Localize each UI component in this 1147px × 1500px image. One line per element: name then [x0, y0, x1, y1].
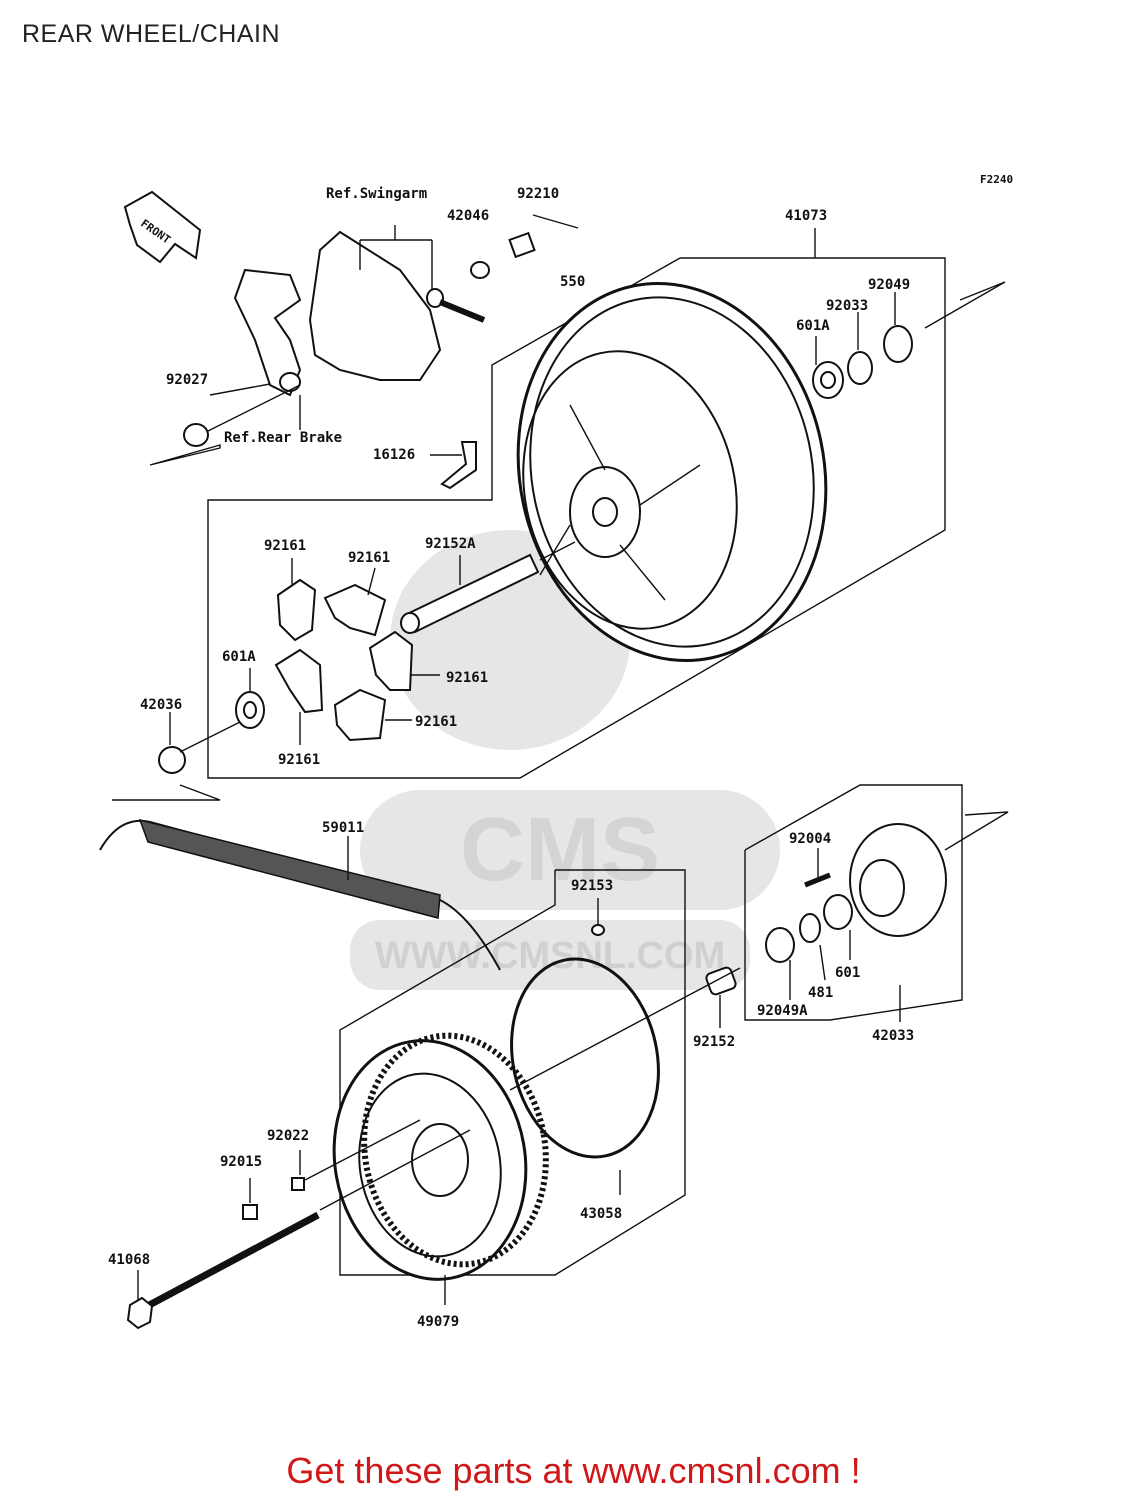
part-label-16126[interactable]: 16126	[373, 447, 415, 463]
part-label-92015[interactable]: 92015	[220, 1154, 262, 1170]
part-label-92004[interactable]: 92004	[789, 831, 831, 847]
circlip-481-part	[799, 913, 821, 943]
part-label-43058[interactable]: 43058	[580, 1206, 622, 1222]
part-label-92152A[interactable]: 92152A	[425, 536, 476, 552]
part-label-92161-c[interactable]: 92161	[446, 670, 488, 686]
axle-41068-part	[138, 1211, 320, 1314]
part-label-601A-mid[interactable]: 601A	[222, 649, 256, 665]
air-valve-part	[440, 441, 477, 490]
figure-code: F2240	[980, 173, 1013, 186]
watermark-url-band	[350, 920, 750, 990]
part-label-550[interactable]: 550	[560, 274, 585, 290]
ref-swingarm-label: Ref.Swingarm	[326, 186, 427, 202]
bearing-601-part	[823, 894, 853, 930]
damper-e-part	[333, 688, 387, 742]
damper-b-part	[323, 583, 387, 637]
spacer-part	[279, 372, 301, 392]
part-label-481[interactable]: 481	[808, 985, 833, 1001]
rear-pulley-part	[332, 1032, 549, 1281]
part-label-92049A[interactable]: 92049A	[757, 1003, 808, 1019]
part-label-92161-d[interactable]: 92161	[415, 714, 457, 730]
part-label-92161-e[interactable]: 92161	[278, 752, 320, 768]
seal-92049-part	[883, 325, 913, 363]
damper-d-part	[274, 648, 324, 714]
footer-cta-link[interactable]: Get these parts at www.cmsnl.com !	[286, 1450, 861, 1491]
hub-group-outline	[744, 784, 963, 1021]
part-label-92161-a[interactable]: 92161	[264, 538, 306, 554]
stud-92004-part	[804, 872, 831, 888]
wheel-group-outline	[207, 257, 946, 779]
nut-part	[508, 231, 536, 259]
ref-rear-brake-label: Ref.Rear Brake	[224, 430, 342, 446]
damper-c-part	[368, 630, 414, 691]
part-label-49079[interactable]: 49079	[417, 1314, 459, 1330]
washer-part	[470, 261, 490, 279]
part-label-92049[interactable]: 92049	[868, 277, 910, 293]
page-title: REAR WHEEL/CHAIN	[22, 20, 281, 48]
part-label-41073[interactable]: 41073	[785, 208, 827, 224]
brake-bracket-part	[233, 268, 302, 397]
rear-wheel-part	[516, 281, 828, 663]
part-label-92033[interactable]: 92033	[826, 298, 868, 314]
collar-42036-part	[158, 746, 186, 774]
seal-92049A-part	[765, 927, 795, 963]
part-label-601A-top[interactable]: 601A	[796, 318, 830, 334]
part-label-601[interactable]: 601	[835, 965, 860, 981]
collar-92027-part	[183, 423, 209, 447]
watermark-brand: CMS	[460, 800, 660, 900]
circlip-part	[847, 351, 873, 385]
gasket-43058-part	[510, 957, 660, 1159]
bolt-92153-part	[591, 924, 605, 936]
part-label-42046[interactable]: 42046	[447, 208, 489, 224]
adjuster-bolt-part	[438, 299, 486, 323]
part-label-41068[interactable]: 41068	[108, 1252, 150, 1268]
part-label-92022[interactable]: 92022	[267, 1128, 309, 1144]
hub-carrier-part	[849, 823, 947, 937]
drive-belt-part	[99, 818, 501, 971]
watermark: CMS WWW.CMSNL.COM	[350, 530, 780, 990]
adjuster-part	[426, 288, 444, 308]
part-label-59011[interactable]: 59011	[322, 820, 364, 836]
front-arrow-icon: FRONT	[123, 190, 202, 264]
part-label-92210[interactable]: 92210	[517, 186, 559, 202]
damper-a-part	[276, 578, 317, 642]
part-label-92027[interactable]: 92027	[166, 372, 208, 388]
part-label-92161-b[interactable]: 92161	[348, 550, 390, 566]
sleeve-92152A-part	[400, 553, 540, 634]
part-label-42033[interactable]: 42033	[872, 1028, 914, 1044]
part-label-92153[interactable]: 92153	[571, 878, 613, 894]
watermark-badge	[360, 790, 780, 910]
nut-92015-part	[242, 1204, 258, 1220]
swingarm-part	[308, 230, 442, 381]
watermark-url: WWW.CMSNL.COM	[375, 935, 725, 977]
part-label-92152[interactable]: 92152	[693, 1034, 735, 1050]
part-label-42036[interactable]: 42036	[140, 697, 182, 713]
nut-92022-part	[291, 1177, 305, 1191]
